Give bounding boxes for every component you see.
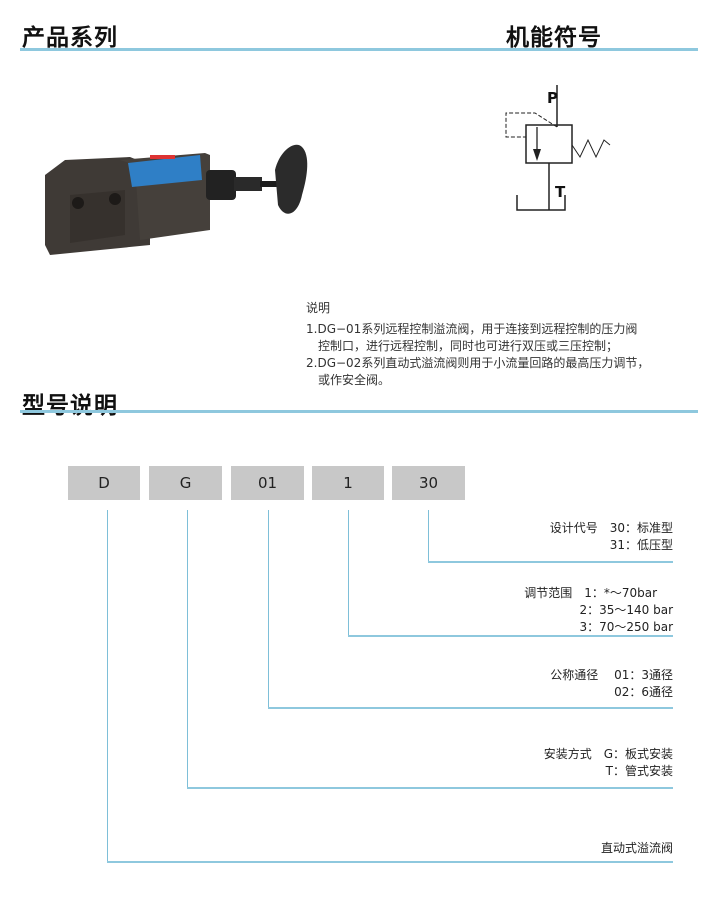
heading-product-series: 产品系列 (22, 25, 118, 51)
legend-line: T：管式安装 (605, 764, 673, 778)
description-line: 或作安全阀。 (318, 373, 391, 387)
connector-line (107, 861, 673, 863)
description-title: 说明 (306, 301, 331, 315)
legend-line: 调节范围 1：*～70bar (524, 586, 657, 600)
legend-line: 2：35～140 bar (579, 603, 673, 617)
port-p-label: P (547, 89, 558, 107)
valve-product-image (45, 144, 308, 255)
legend-line: 3：70～250 bar (579, 620, 673, 634)
header-divider (20, 48, 698, 51)
code-box-series: D (68, 466, 140, 500)
description: 说明 1.DG−01系列远程控制溢流阀，用于连接到远程控制的压力阀 控制口，进行… (306, 300, 649, 389)
connector-line (187, 510, 188, 788)
description-line: 2.DG−02系列直动式溢流阀则用于小流量回路的最高压力调节， (306, 356, 650, 370)
connector-line (348, 510, 349, 636)
connector-line (187, 787, 673, 789)
legend-valve-type: 直动式溢流阀 (601, 840, 673, 857)
description-line: 控制口，进行远程控制，同时也可进行双压或三压控制； (318, 339, 619, 353)
connector-line (348, 635, 673, 637)
legend-line: 设计代号 30：标准型 (549, 521, 673, 535)
connector-line (428, 561, 673, 563)
hydraulic-symbol: P T (505, 85, 611, 211)
legend-line: 02：6通径 (614, 685, 673, 699)
legend-line: 31：低压型 (609, 538, 673, 552)
code-box-size: 01 (231, 466, 304, 500)
legend-line: 直动式溢流阀 (600, 841, 673, 855)
connector-line (268, 707, 673, 709)
legend-pressure-range: 调节范围 1：*～70bar 2：35～140 bar 3：70～250 bar (524, 585, 673, 636)
legend-design-code: 设计代号 30：标准型 31：低压型 (550, 520, 673, 554)
legend-nominal-size: 公称通径 01：3通径 02：6通径 (550, 667, 673, 701)
code-box-range: 1 (312, 466, 384, 500)
legend-line: 安装方式 G：板式安装 (543, 747, 673, 761)
code-box-design: 30 (392, 466, 465, 500)
heading-model: 型号说明 (22, 393, 118, 419)
connector-line (107, 510, 108, 862)
port-t-label: T (555, 183, 566, 201)
connector-line (268, 510, 269, 708)
model-divider (20, 410, 698, 413)
legend-line: 公称通径 01：3通径 (550, 668, 673, 682)
description-line: 1.DG−01系列远程控制溢流阀，用于连接到远程控制的压力阀 (306, 322, 638, 336)
heading-symbol: 机能符号 (506, 25, 602, 51)
legend-mounting: 安装方式 G：板式安装 T：管式安装 (544, 746, 673, 780)
code-box-mounting: G (149, 466, 222, 500)
connector-line (428, 510, 429, 562)
